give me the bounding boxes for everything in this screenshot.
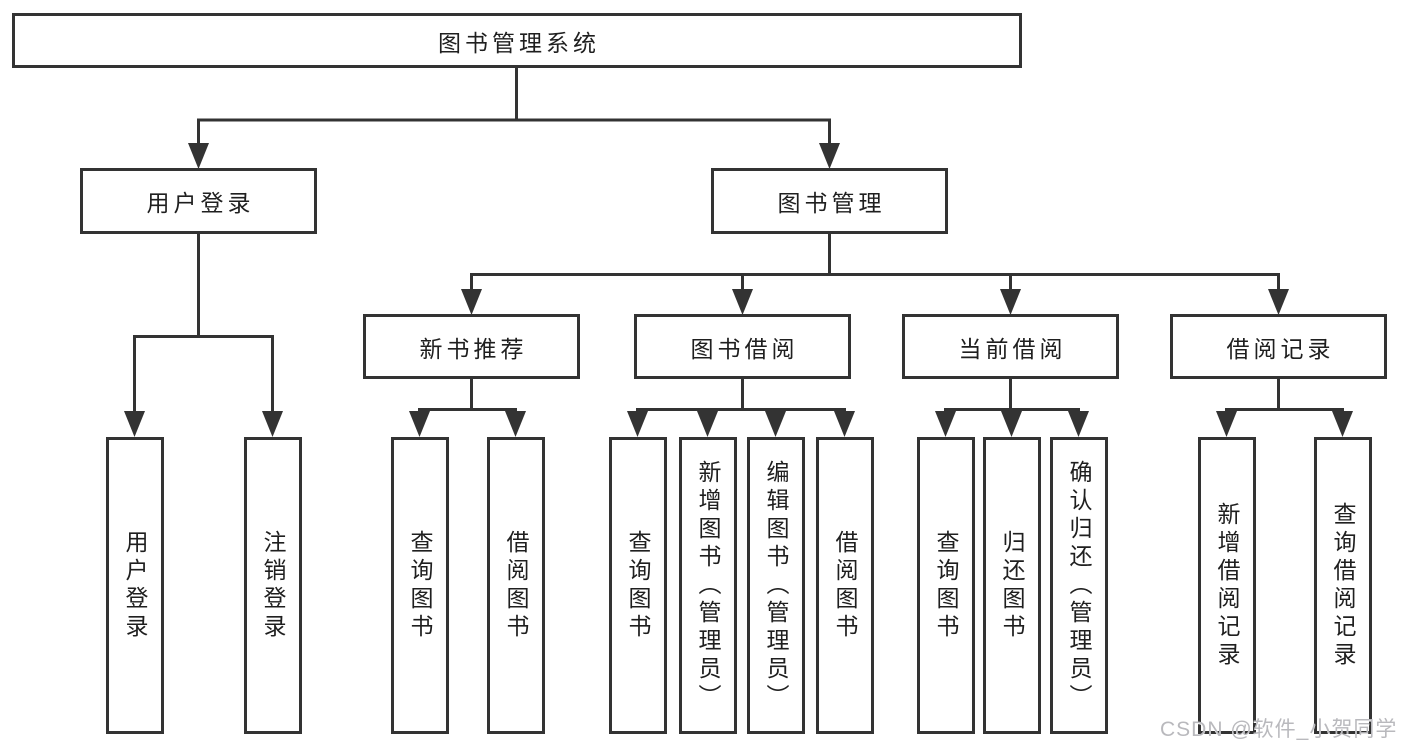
node-borrowing-records: 借阅记录	[1170, 314, 1387, 379]
node-label: 新增借阅记录	[1214, 501, 1240, 670]
leaf-edit-books-admin: 编辑图书（管理员）	[746, 437, 805, 734]
arrowhead-icon	[1000, 289, 1021, 315]
arrowhead-icon	[765, 411, 786, 437]
arrowhead-icon	[732, 289, 753, 315]
leaf-confirm-return-admin: 确认归还（管理员）	[1049, 437, 1108, 734]
arrowhead-icon	[1001, 411, 1022, 437]
node-book-management: 图书管理	[711, 168, 948, 234]
leaf-add-books-admin: 新增图书（管理员）	[678, 437, 737, 734]
leaf-query-borrow-record: 查询借阅记录	[1313, 437, 1372, 734]
arrowhead-icon	[409, 411, 430, 437]
node-label: 查询图书	[933, 529, 959, 642]
arrowhead-icon	[627, 411, 648, 437]
node-label: 查询图书	[407, 529, 433, 642]
node-book-borrowing: 图书借阅	[634, 314, 851, 379]
leaf-logout: 注销登录	[243, 437, 302, 734]
arrowhead-icon	[834, 411, 855, 437]
node-label: 编辑图书（管理员）	[763, 459, 789, 712]
node-book-management-system: 图书管理系统	[12, 13, 1022, 68]
node-label: 借阅图书	[832, 529, 858, 642]
arrowhead-icon	[188, 143, 209, 169]
arrowhead-icon	[1216, 411, 1237, 437]
node-label: 注销登录	[260, 529, 286, 642]
leaf-return-books: 归还图书	[982, 437, 1041, 734]
arrowhead-icon	[1268, 289, 1289, 315]
node-label: 归还图书	[999, 529, 1025, 642]
node-label: 查询借阅记录	[1330, 501, 1356, 670]
leaf-borrow-books-recommend: 借阅图书	[486, 437, 545, 734]
node-label: 确认归还（管理员）	[1066, 459, 1092, 712]
leaf-add-borrow-record: 新增借阅记录	[1197, 437, 1256, 734]
arrowhead-icon	[1332, 411, 1353, 437]
arrowhead-icon	[819, 143, 840, 169]
arrowhead-icon	[262, 411, 283, 437]
leaf-query-books-borrowing: 查询图书	[608, 437, 667, 734]
node-user-login: 用户登录	[80, 168, 317, 234]
arrowhead-icon	[461, 289, 482, 315]
leaf-borrow-books-borrowing: 借阅图书	[815, 437, 874, 734]
arrowhead-icon	[935, 411, 956, 437]
node-label: 新增图书（管理员）	[695, 459, 721, 712]
node-current-borrowing: 当前借阅	[902, 314, 1119, 379]
arrowhead-icon	[1068, 411, 1089, 437]
node-label: 借阅图书	[503, 529, 529, 642]
leaf-query-books-current: 查询图书	[916, 437, 975, 734]
leaf-user-login: 用户登录	[105, 437, 164, 734]
arrowhead-icon	[505, 411, 526, 437]
leaf-query-books-recommend: 查询图书	[390, 437, 449, 734]
arrowhead-icon	[124, 411, 145, 437]
node-label: 用户登录	[122, 529, 148, 642]
node-new-book-recommendation: 新书推荐	[363, 314, 580, 379]
csdn-watermark: CSDN @软件_小贺同学	[1160, 718, 1398, 741]
arrowhead-icon	[697, 411, 718, 437]
node-label: 查询图书	[625, 529, 651, 642]
